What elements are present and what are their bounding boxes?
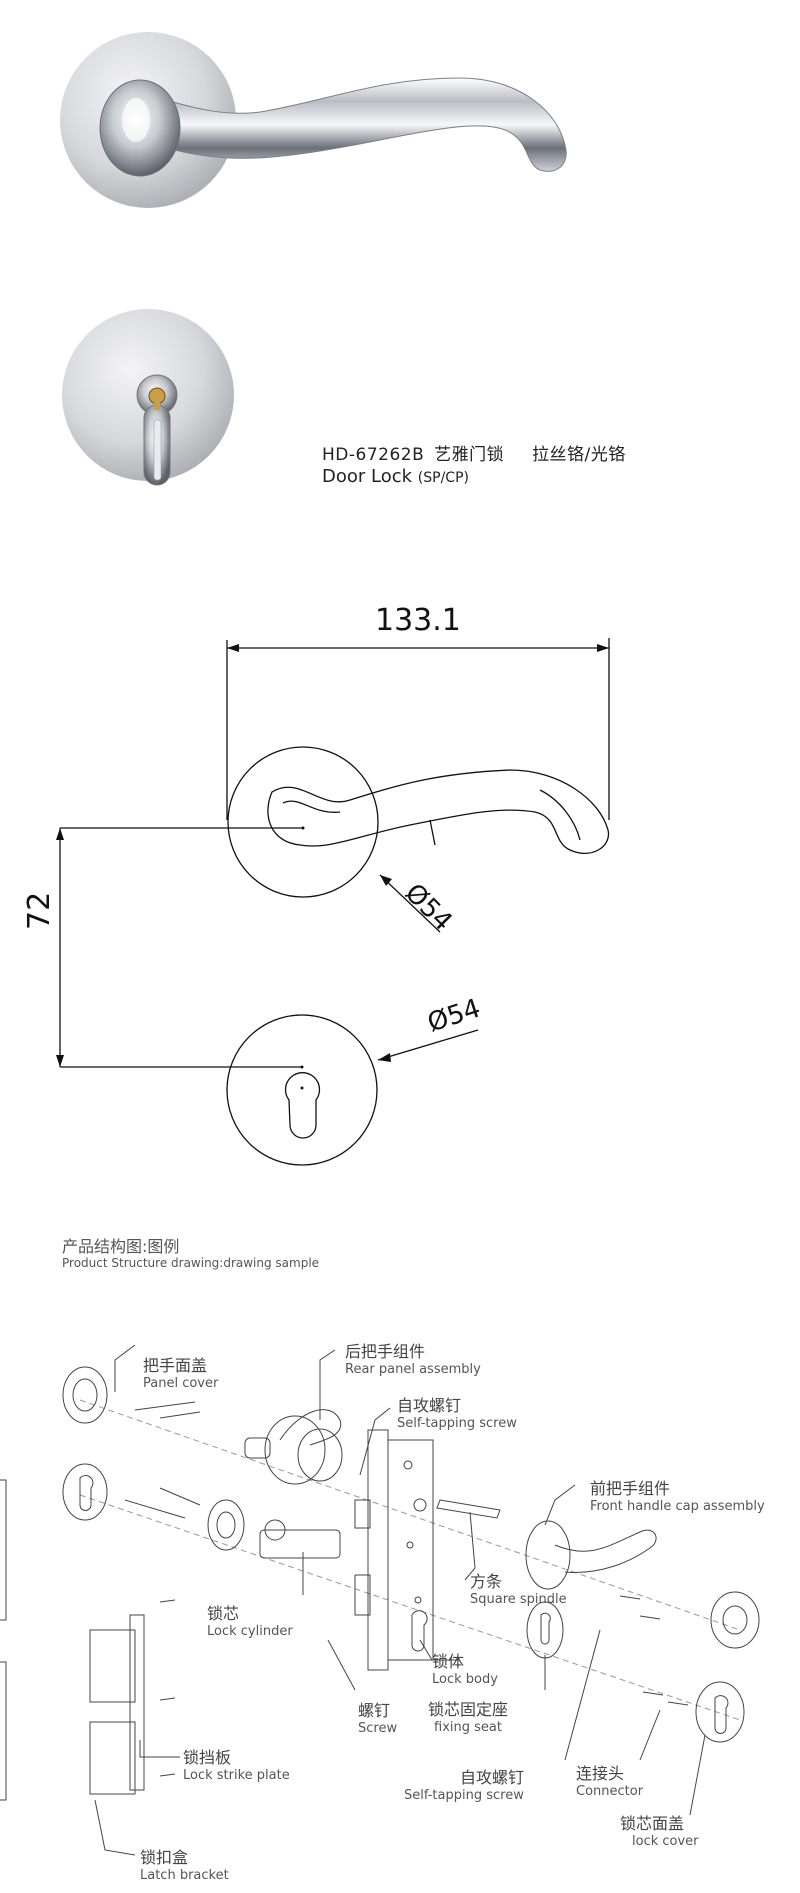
part-label-connector: 连接头 Connector bbox=[576, 1764, 644, 1799]
part-label-lock-strike-plate: 锁挡板 Lock strike plate bbox=[183, 1748, 290, 1783]
part-label-rear-panel-assembly: 后把手组件 Rear panel assembly bbox=[345, 1342, 481, 1377]
part-label-latch-bracket: 锁扣盒 Latch bracket bbox=[140, 1848, 229, 1883]
part-label-panel-cover: 把手面盖 Panel cover bbox=[143, 1356, 219, 1391]
part-label-screw: 螺钉 Screw bbox=[358, 1701, 398, 1736]
part-label-square-spindle: 方条 Square spindle bbox=[470, 1572, 567, 1607]
finish-cn: 拉丝铬/光铬 bbox=[532, 445, 626, 465]
lever-handle bbox=[127, 77, 567, 172]
part-label-front-handle-cap-assembly: 前把手组件 Front handle cap assembly bbox=[590, 1479, 765, 1514]
product-title-cn: HD-67262B 艺雅门锁 拉丝铬/光铬 bbox=[322, 440, 626, 465]
finish-en: (SP/CP) bbox=[417, 470, 469, 486]
dimension-drawing bbox=[56, 638, 610, 1166]
part-label-fixing-seat: 锁芯固定座 fixing seat bbox=[428, 1700, 509, 1735]
product-title-en: Door Lock (SP/CP) bbox=[322, 466, 469, 487]
structure-title-cn: 产品结构图:图例 bbox=[62, 1237, 180, 1256]
model-number: HD-67262B bbox=[322, 445, 425, 465]
part-label-self-tapping-screw-bottom: 自攻螺钉 Self-tapping screw bbox=[404, 1768, 525, 1803]
product-name-cn: 艺雅门锁 bbox=[434, 445, 505, 465]
structure-title-en: Product Structure drawing:drawing sample bbox=[62, 1256, 320, 1270]
product-name-en: Door Lock bbox=[322, 466, 413, 487]
part-label-lock-cylinder: 锁芯 Lock cylinder bbox=[207, 1604, 293, 1639]
part-label-lock-body: 锁体 Lock body bbox=[432, 1652, 498, 1687]
part-label-lock-cover: 锁芯面盖 lock cover bbox=[620, 1814, 699, 1849]
handle-photo bbox=[60, 32, 567, 486]
width-dimension: 133.1 bbox=[375, 603, 461, 638]
part-label-self-tapping-screw-top: 自攻螺钉 Self-tapping screw bbox=[397, 1396, 517, 1431]
